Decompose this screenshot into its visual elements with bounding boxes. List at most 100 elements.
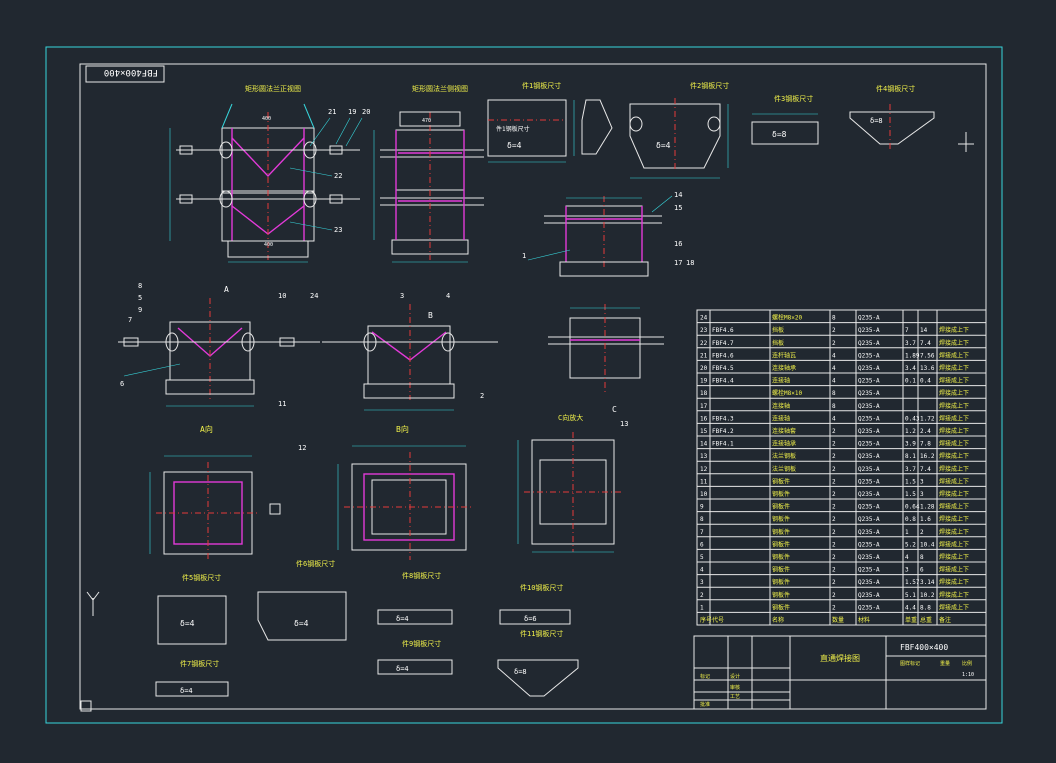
bom-header-code: 代号 <box>712 616 724 624</box>
bom-cell-remark: 焊接成上下 <box>939 515 969 523</box>
bom-cell-no: 6 <box>700 541 704 548</box>
bom-cell-qty: 2 <box>832 327 836 334</box>
bom-cell-material: Q235-A <box>858 516 880 523</box>
bom-cell-name: 连接轴承 <box>772 440 796 448</box>
v1-dim-top: 400 <box>262 116 271 122</box>
bom-cell-total-weight: 7.56 <box>920 352 935 359</box>
pn-15: 15 <box>674 204 682 212</box>
bom-cell-qty: 2 <box>832 453 836 460</box>
bom-cell-no: 11 <box>700 478 708 485</box>
view1-title: 矩形圆法兰正视图 <box>245 84 301 93</box>
tb-row-1: 设计 <box>730 673 740 680</box>
bom-cell-total-weight: 7.4 <box>920 340 931 347</box>
bom-cell-name: 连接轴 <box>772 414 790 422</box>
bom-cell-code: FBF4.6 <box>712 352 734 359</box>
pn-12: 12 <box>298 444 306 452</box>
part9-plate: 件9钢板尺寸 δ=4 <box>377 639 453 675</box>
bom-cell-material: Q235-A <box>858 390 880 397</box>
pn-2: 2 <box>480 392 484 400</box>
bom-cell-name: 连接轴 <box>772 402 790 410</box>
bom-cell-no: 3 <box>700 579 704 586</box>
v6-delta: δ=8 <box>870 117 883 125</box>
bom-cell-material: Q235-A <box>858 491 880 498</box>
bom-cell-remark: 焊接成上下 <box>939 490 969 498</box>
bom-cell-remark: 焊接成上下 <box>939 351 969 359</box>
bom-cell-total-weight: 14 <box>920 327 928 334</box>
bom-cell-no: 24 <box>700 315 708 322</box>
bom-cell-material: Q235-A <box>858 415 880 422</box>
bom-cell-material: Q235-A <box>858 315 880 322</box>
bom-cell-unit-weight: 5.2 <box>905 541 916 548</box>
bom-cell-unit-weight: 7 <box>905 327 909 334</box>
bom-cell-name: 连接轴套 <box>772 427 796 435</box>
part10-delta: δ=6 <box>524 615 537 623</box>
bom-cell-remark: 焊接成上下 <box>939 440 969 448</box>
bom-cell-qty: 4 <box>832 365 836 372</box>
bom-header-unit-weight: 单重 <box>905 616 917 624</box>
tb-row-2: 审核 <box>730 684 740 691</box>
bom-cell-code: FBF4.4 <box>712 378 734 385</box>
bom-cell-material: Q235-A <box>858 541 880 548</box>
bom-cell-total-weight: 16.2 <box>920 453 935 460</box>
part5-delta: δ=4 <box>180 619 195 628</box>
bom-cell-material: Q235-A <box>858 378 880 385</box>
a-view-title: A向 <box>200 424 213 434</box>
bom-cell-qty: 2 <box>832 567 836 574</box>
bom-cell-remark: 焊接成上下 <box>939 326 969 334</box>
bom-cell-unit-weight: 0.43 <box>905 415 920 422</box>
part6-delta: δ=4 <box>294 619 309 628</box>
bom-cell-code: FBF4.6 <box>712 327 734 334</box>
bom-cell-total-weight: 7.4 <box>920 466 931 473</box>
bom-cell-code: FBF4.5 <box>712 365 734 372</box>
bom-cell-material: Q235-A <box>858 327 880 334</box>
bom-header-qty: 数量 <box>832 616 844 624</box>
bom-cell-remark: 焊接成上下 <box>939 452 969 460</box>
bom-cell-unit-weight: 1.57 <box>905 579 920 586</box>
part10-title: 件10钢板尺寸 <box>520 583 563 592</box>
bom-header-name: 名称 <box>772 616 784 624</box>
bom-cell-qty: 2 <box>832 554 836 561</box>
view-part4-plate: 件4钢板尺寸 δ=8 <box>849 84 974 152</box>
bom-cell-material: Q235-A <box>858 592 880 599</box>
bom-cell-material: Q235-A <box>858 529 880 536</box>
part9-delta: δ=4 <box>396 665 409 673</box>
bom-cell-unit-weight: 1.5 <box>905 491 916 498</box>
bom-cell-material: Q235-A <box>858 567 880 574</box>
bom-cell-qty: 8 <box>832 390 836 397</box>
tb-row-0: 标记 <box>700 673 710 680</box>
bom-cell-qty: 2 <box>832 592 836 599</box>
bom-cell-total-weight: 1.28 <box>920 504 935 511</box>
tb-row-3: 工艺 <box>730 694 740 700</box>
bom-cell-total-weight: 10.4 <box>920 541 935 548</box>
view-c-enlarged: C向放大 13 <box>517 413 628 553</box>
drawing-name: 直通焊接图 <box>820 653 860 663</box>
bom-cell-no: 9 <box>700 504 704 511</box>
bom-cell-remark: 焊接成上下 <box>939 339 969 347</box>
bom-cell-qty: 8 <box>832 403 836 410</box>
pn-19: 19 <box>348 108 356 116</box>
bom-cell-qty: 4 <box>832 415 836 422</box>
bom-cell-remark: 焊接成上下 <box>939 566 969 574</box>
view-b-direction: B向 <box>337 424 474 560</box>
bom-cell-no: 2 <box>700 592 704 599</box>
pn-21: 21 <box>328 108 336 116</box>
bom-cell-remark: 焊接成上下 <box>939 414 969 422</box>
outer-frame <box>45 46 1003 724</box>
bom-header-material: 材料 <box>858 616 870 624</box>
tb-small-2: 比例 <box>962 660 972 667</box>
part9-title: 件9钢板尺寸 <box>402 639 441 648</box>
bom-cell-no: 16 <box>700 415 708 422</box>
bom-cell-remark: 焊接成上下 <box>939 540 969 548</box>
pn-9: 9 <box>138 306 142 314</box>
c-view-title: C向放大 <box>558 413 583 422</box>
bom-cell-qty: 2 <box>832 529 836 536</box>
bom-cell-unit-weight: 5.1 <box>905 592 916 599</box>
bom-cell-material: Q235-A <box>858 352 880 359</box>
bom-cell-no: 17 <box>700 403 708 410</box>
v5-delta: δ=8 <box>772 130 787 139</box>
bom-cell-remark: 焊接成上下 <box>939 477 969 485</box>
bom-cell-qty: 2 <box>832 441 836 448</box>
mark-A: A <box>224 285 229 294</box>
bom-header-total-weight: 总重 <box>920 616 932 624</box>
part6-plate: 件6钢板尺寸 δ=4 <box>257 559 347 641</box>
